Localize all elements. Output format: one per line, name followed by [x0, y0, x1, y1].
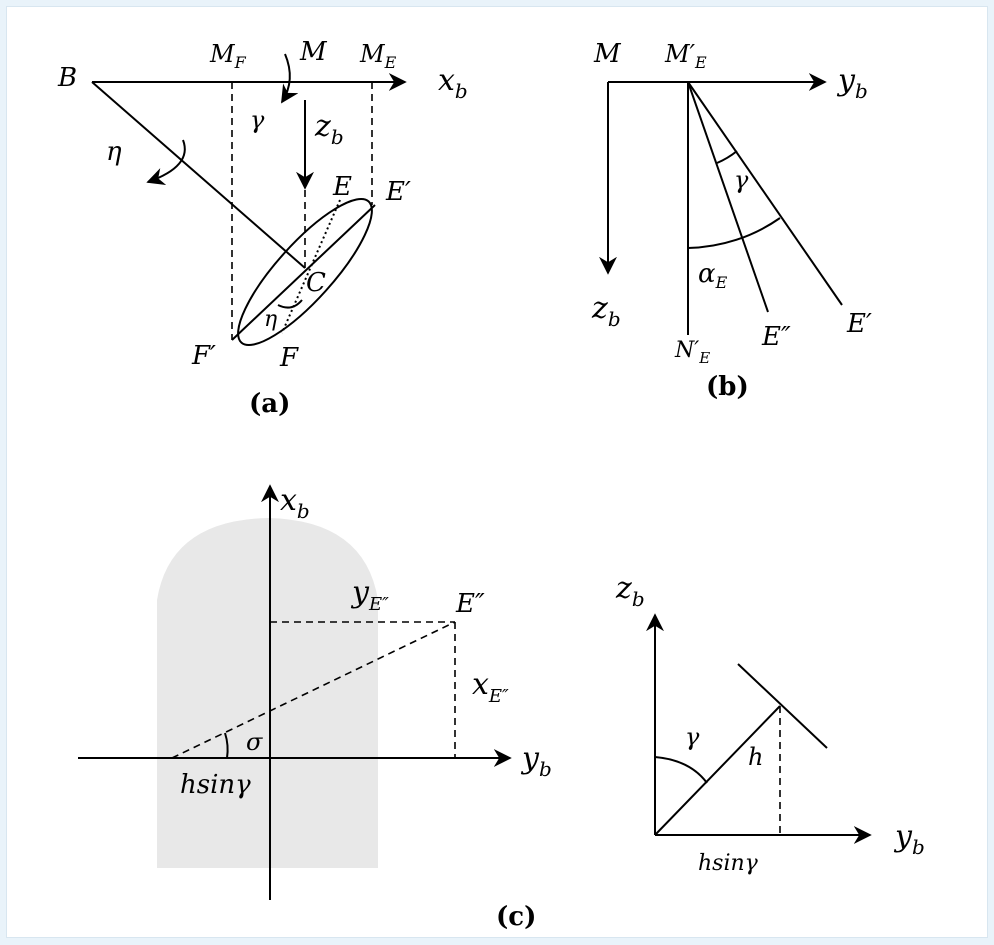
panel-d: zb γ h yb hsinγ	[615, 571, 925, 876]
label-h: h	[748, 743, 763, 771]
caption-b: (b)	[706, 372, 749, 402]
label-B: B	[57, 63, 77, 93]
eta-rotation-arrow	[146, 139, 186, 186]
panel-b: M M′E yb γ αE zb N′E E″ E′ (b)	[591, 39, 872, 402]
dashed-hyp	[171, 621, 456, 759]
label-hsin-d: hsinγ	[698, 851, 759, 876]
line-h	[654, 705, 781, 836]
label-yb-d: yb	[893, 819, 925, 859]
label-yb-b: yb	[836, 63, 868, 103]
line-Edouble	[687, 81, 769, 313]
gamma-arc-d	[654, 756, 708, 784]
gamma-arc-b	[716, 150, 738, 164]
sigma-arc	[224, 732, 229, 759]
line-plate-d	[737, 663, 828, 749]
label-xb-c: xb	[280, 483, 310, 523]
eta-arc-inner	[277, 299, 303, 309]
label-gamma-a: γ	[250, 106, 265, 134]
panel-c: xb yE″ E″ xE″ σ yb hsinγ (c)	[78, 483, 552, 932]
alpha-arc-b	[687, 217, 781, 249]
label-sigma: σ	[246, 728, 263, 756]
label-gamma-b: γ	[734, 166, 749, 194]
label-Edouble-b: E″	[761, 322, 791, 352]
label-eta-inner: η	[264, 307, 277, 332]
label-eta-a: η	[106, 137, 122, 167]
label-F: F	[279, 343, 299, 373]
line-B-C	[91, 81, 306, 269]
label-Eprime-b: E′	[846, 309, 872, 339]
label-alpha-b: αE	[698, 259, 728, 292]
label-Fprime: F′	[191, 341, 216, 371]
label-zb-a: zb	[314, 109, 344, 149]
label-zb-b: zb	[591, 291, 621, 331]
label-Edouble-c: E″	[455, 589, 485, 619]
label-zb-d: zb	[615, 571, 645, 611]
line-F-E	[231, 204, 376, 341]
caption-a: (a)	[249, 389, 290, 419]
label-ME-a: ME	[359, 40, 397, 72]
label-yb-c: yb	[520, 741, 552, 781]
label-NE: N′E	[674, 338, 710, 367]
label-ME-b: M′E	[664, 40, 707, 72]
label-xb-a: xb	[438, 63, 468, 103]
gamma-rotation-arrow	[281, 53, 299, 104]
label-E-a: E	[332, 172, 352, 202]
label-yE: yE″	[350, 575, 389, 615]
label-gamma-d: γ	[685, 723, 700, 751]
label-MF: MF	[209, 40, 247, 72]
label-C: C	[306, 268, 326, 298]
ellipse-plate	[237, 197, 373, 347]
label-M-b: M	[593, 39, 622, 69]
line-Eprime-b	[687, 81, 843, 306]
caption-c: (c)	[496, 902, 536, 932]
label-M-a: M	[299, 37, 328, 67]
label-Eprime-a: E′	[385, 177, 411, 207]
label-xE: xE″	[472, 667, 509, 707]
dotted-E-F	[281, 199, 341, 334]
panel-a: B MF M ME xb γ zb η E E′ C η F′ F (a)	[57, 37, 468, 419]
shaded-region	[157, 518, 378, 868]
label-hsin-c: hsinγ	[180, 770, 251, 800]
